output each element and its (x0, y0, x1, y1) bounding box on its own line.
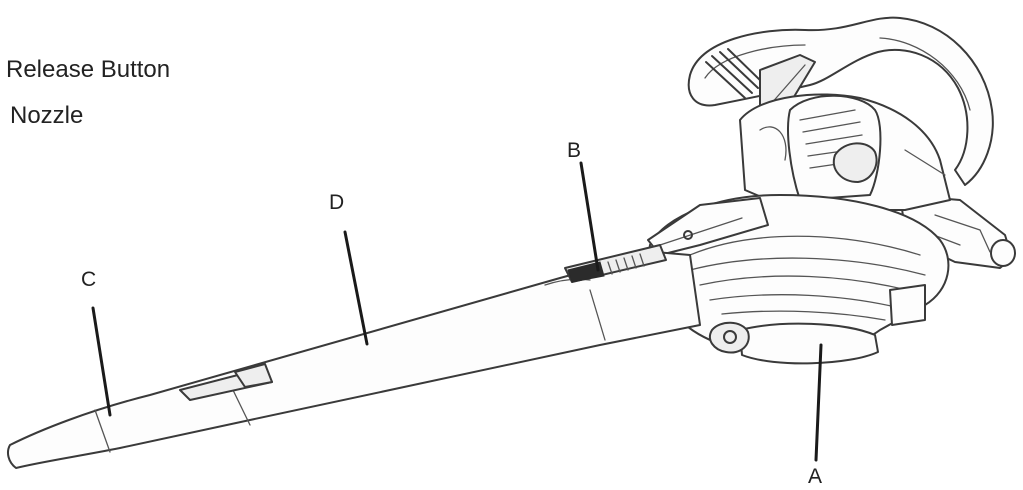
leader-d (343, 230, 369, 346)
release-button (564, 244, 667, 283)
leader-b (579, 161, 600, 272)
leader-c (91, 306, 112, 417)
callout-d: D (329, 191, 345, 214)
legend-release-button: Release Button (6, 56, 171, 83)
legend-nozzle: Nozzle (10, 102, 84, 129)
callout-a: A (808, 465, 823, 488)
tube-collar (647, 197, 769, 256)
leader-a (814, 343, 823, 462)
blower-tube (7, 251, 701, 469)
callout-b: B (567, 139, 582, 162)
motor-housing (739, 93, 951, 211)
callout-c: C (81, 268, 97, 291)
